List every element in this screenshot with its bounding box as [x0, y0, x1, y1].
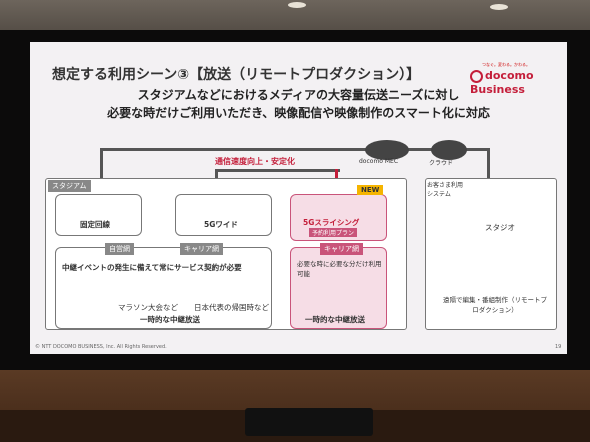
stadium-label: スタジアム: [48, 180, 91, 192]
studio-label: スタジオ: [485, 223, 515, 232]
subtitle-line2: 必要な時だけご利用いただき、映像配信や映像制作のスマート化に対応: [107, 106, 490, 120]
remote-production-label: 遠隔で編集・番組制作（リモートプロダクション）: [443, 296, 547, 314]
customer-label: お客さま利用システム: [427, 182, 464, 198]
customer-system-area: [425, 178, 557, 330]
cloud-box: クラウド: [425, 138, 473, 168]
mec-cloud: docomo MEC: [355, 138, 419, 168]
new-badge: NEW: [357, 185, 384, 195]
connector-line: [215, 169, 340, 172]
copyright: © NTT DOCOMO BUSINESS, Inc. All Rights R…: [35, 344, 167, 350]
ceiling-light: [490, 4, 508, 10]
temp-broadcast: 一時的な中継放送: [140, 315, 200, 324]
carrier-slicing-area: 必要な時に必要な分だけ利用可能 一時的な中継放送: [290, 247, 387, 329]
fixed-line-box: 固定回線: [55, 194, 142, 236]
page-number: 19: [555, 344, 562, 350]
5g-slicing-box: 5Gスライシング 予約利用プラン: [290, 194, 387, 241]
own-network-area: 中継イベントの発生に備えて常にサービス契約が必要 マラソン大会など 日本代表の帰…: [55, 247, 272, 329]
own-network-label: 自営網: [105, 243, 134, 255]
ceiling-light: [288, 2, 306, 8]
brand-logo: docomo Business: [470, 69, 534, 96]
connector-line: [215, 169, 218, 185]
5g-wide-box: 5Gワイド: [175, 194, 272, 236]
connector-line: [100, 148, 103, 180]
connector-line: [487, 148, 490, 180]
carrier-network-label: キャリア網: [180, 243, 223, 255]
docomo-logo-icon: [470, 69, 483, 83]
slide: 想定する利用シーン③【放送（リモートプロダクション）】 つなぐ。変わる。かわる。…: [30, 42, 567, 354]
cloud-icon: [365, 140, 409, 160]
carrier-network-label: キャリア網: [320, 243, 363, 255]
slide-title: 想定する利用シーン③【放送（リモートプロダクション）】: [52, 67, 421, 83]
brand-tagline: つなぐ。変わる。かわる。: [482, 62, 530, 67]
connector-line: [335, 169, 338, 185]
connector-line: [100, 148, 490, 151]
network-label: 通信速度向上・安定化: [215, 157, 295, 166]
projector: [245, 408, 373, 436]
subtitle-line1: スタジアムなどにおけるメディアの大容量伝送ニーズに対し: [137, 88, 460, 102]
cloud-icon: [431, 140, 467, 160]
